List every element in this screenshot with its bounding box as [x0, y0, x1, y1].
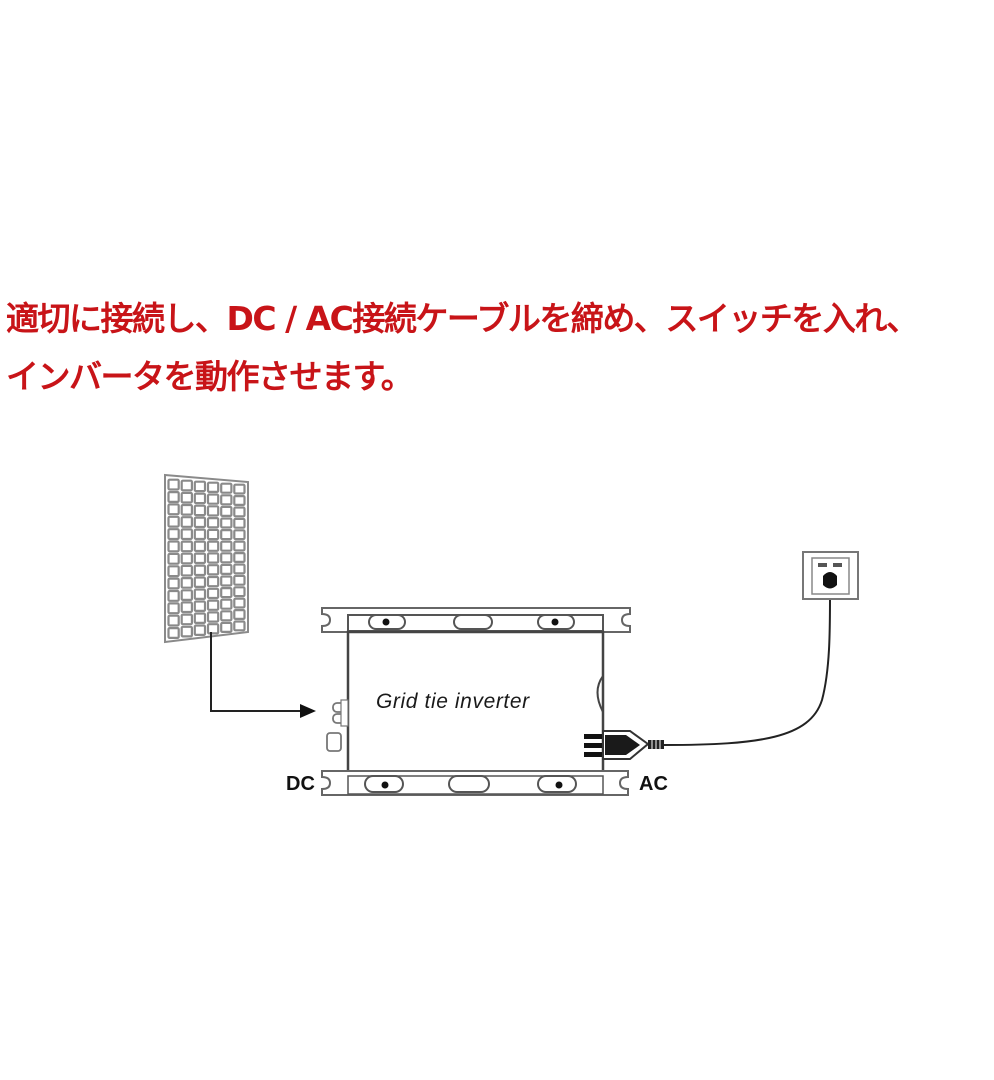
inverter-icon: Grid tie inverter: [321, 607, 631, 796]
ac-cable: [663, 594, 831, 746]
caption-line-1: 適切に接続し、DC / AC接続ケーブルを締め、スイッチを入れ、: [6, 299, 919, 338]
ac-label: AC: [639, 773, 668, 795]
instruction-caption: 適切に接続し、DC / AC接続ケーブルを締め、スイッチを入れ、 インバータを動…: [6, 290, 994, 406]
dc-label: DC: [286, 773, 315, 795]
solar-panel-icon: [164, 473, 249, 644]
wall-outlet-icon: [802, 551, 859, 600]
inverter-label: Grid tie inverter: [376, 690, 530, 713]
plug-icon: [584, 730, 664, 760]
dc-cable: [210, 632, 316, 718]
caption-line-2: インバータを動作させます。: [6, 357, 414, 396]
